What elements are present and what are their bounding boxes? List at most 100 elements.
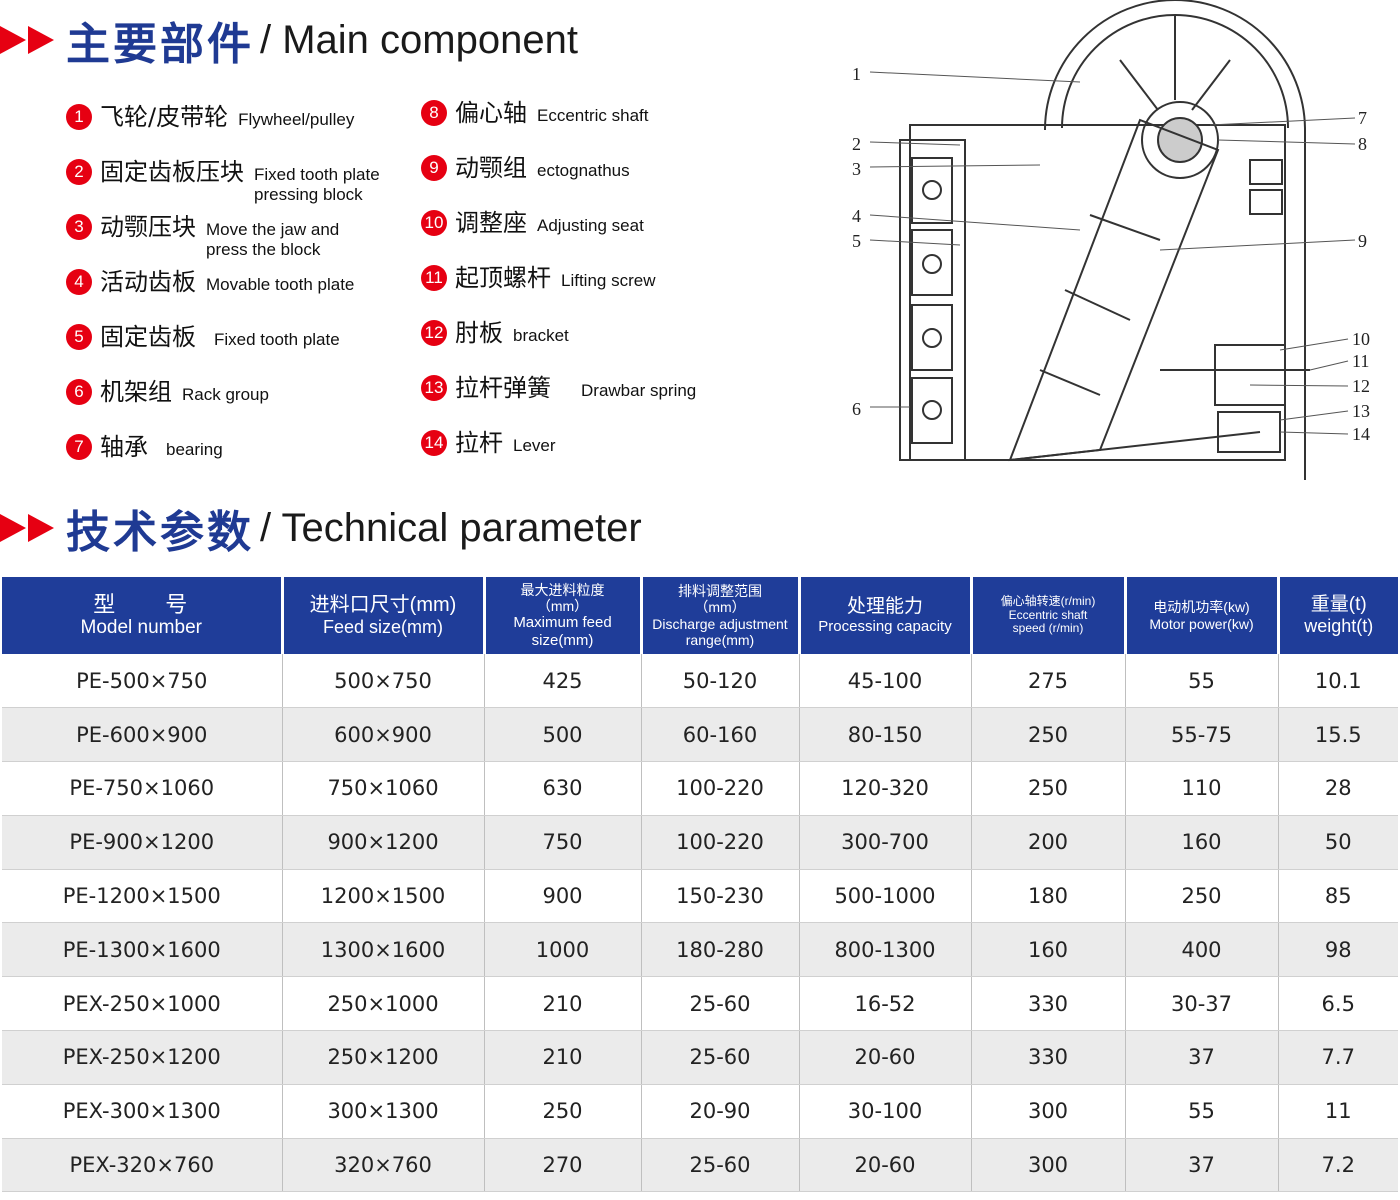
table-cell: 110 <box>1125 761 1279 816</box>
component-name-cn: 偏心轴 <box>455 99 527 127</box>
main-component-title-cn: 主要部件 <box>66 19 254 70</box>
header-model-number: 型 号 Model number <box>2 577 284 654</box>
table-cell: 500×750 <box>282 654 485 709</box>
table-cell: 100-220 <box>641 761 800 816</box>
number-badge: 1 <box>66 104 92 130</box>
table-cell: 30-100 <box>799 1084 972 1139</box>
number-badge: 2 <box>66 159 92 185</box>
component-name-cn: 飞轮/皮带轮 <box>100 103 229 131</box>
number-badge: 14 <box>421 430 447 456</box>
header-discharge: 排料调整范围 （mm） Discharge adjustment range(m… <box>641 577 801 654</box>
diagram-label-5: 5 <box>852 231 861 251</box>
table-cell: 300 <box>971 1084 1126 1139</box>
header-label-cn: 电动机功率(kw) <box>1153 599 1250 616</box>
table-cell: 250×1000 <box>282 976 485 1032</box>
table-cell: 210 <box>484 976 642 1032</box>
table-cell: 80-150 <box>799 707 972 763</box>
table-cell: 1300×1600 <box>282 922 485 978</box>
table-cell: 270 <box>484 1138 642 1193</box>
table-cell: 425 <box>484 654 642 709</box>
component-name-en: Eccentric shaft <box>537 106 649 125</box>
header-max-feed: 最大进料粒度 （mm） Maximum feed size(mm) <box>484 577 643 654</box>
component-name-cn: 起顶螺杆 <box>455 264 551 292</box>
table-cell: 250 <box>971 707 1126 763</box>
component-name-cn: 固定齿板 <box>100 323 196 351</box>
header-label-en: Motor power(kw) <box>1149 615 1254 632</box>
table-cell: 55-75 <box>1125 707 1279 763</box>
table-cell: 750 <box>484 815 642 870</box>
table-cell: 160 <box>1125 815 1279 870</box>
header-label-cn: 型 号 <box>93 591 190 617</box>
header-label-cn: 处理能力 <box>846 595 923 617</box>
diagram-label-14: 14 <box>1352 424 1370 444</box>
component-item: 8 偏心轴 Eccentric shaft <box>421 96 649 130</box>
component-item: 13 拉杆弹簧 Drawbar spring <box>421 371 696 405</box>
component-item: 6 机架组 Rack group <box>66 375 269 409</box>
table-cell: 400 <box>1125 922 1279 978</box>
table-cell: 250 <box>484 1084 642 1139</box>
header-label-en: Processing capacity <box>818 617 952 635</box>
component-name-en: Movable tooth plate <box>206 275 355 294</box>
table-cell: 900×1200 <box>282 815 485 870</box>
table-cell: 6.5 <box>1278 976 1398 1032</box>
header-label-en: Feed size(mm) <box>322 616 443 637</box>
header-motor-power: 电动机功率(kw) Motor power(kw) <box>1125 577 1280 654</box>
table-cell: 900 <box>484 869 642 924</box>
table-cell: 50 <box>1278 815 1398 870</box>
table-cell: 320×760 <box>282 1138 485 1193</box>
table-cell: PE-1300×1600 <box>2 922 283 978</box>
header-feed-size: 进料口尺寸(mm) Feed size(mm) <box>282 577 486 654</box>
diagram-label-3: 3 <box>852 159 861 179</box>
table-cell: 20-60 <box>799 1030 972 1085</box>
table-cell: 20-60 <box>799 1138 972 1193</box>
diagram-label-1: 1 <box>852 64 861 84</box>
table-cell: 1200×1500 <box>282 869 485 924</box>
table-cell: 1000 <box>484 922 642 978</box>
table-cell: 37 <box>1125 1138 1279 1193</box>
header-label-cn: 最大进料粒度 （mm） <box>520 582 605 615</box>
table-cell: 500-1000 <box>799 869 972 924</box>
table-cell: PEX-250×1000 <box>2 976 283 1032</box>
table-cell: PE-600×900 <box>2 707 283 763</box>
component-name-en: ectognathus <box>537 161 630 180</box>
component-name-cn: 固定齿板压块 <box>100 158 244 186</box>
number-badge: 3 <box>66 214 92 240</box>
component-item: 10 调整座 Adjusting seat <box>421 206 644 240</box>
diagram-label-7: 7 <box>1358 108 1367 128</box>
number-badge: 10 <box>421 210 447 236</box>
component-name-en: Fixed tooth plate pressing block <box>254 165 380 204</box>
table-cell: PE-500×750 <box>2 654 283 709</box>
table-cell: PEX-250×1200 <box>2 1030 283 1085</box>
table-cell: 37 <box>1125 1030 1279 1085</box>
component-name-en: Rack group <box>182 385 269 404</box>
component-name-en: Fixed tooth plate <box>214 330 340 349</box>
table-header-row: 型 号 Model number 进料口尺寸(mm) Feed size(mm)… <box>2 577 1398 654</box>
table-cell: 600×900 <box>282 707 485 763</box>
component-name-en: Lever <box>513 436 556 455</box>
component-item: 4 活动齿板 Movable tooth plate <box>66 265 354 299</box>
table-cell: 150-230 <box>641 869 800 924</box>
table-cell: 11 <box>1278 1084 1398 1139</box>
table-cell: 180 <box>971 869 1126 924</box>
main-component-title-en: / Main component <box>260 17 578 62</box>
component-name-en: Flywheel/pulley <box>238 110 355 129</box>
table-cell: 25-60 <box>641 1138 800 1193</box>
table-cell: 500 <box>484 707 642 763</box>
table-cell: 25-60 <box>641 976 800 1032</box>
diagram-label-11: 11 <box>1352 351 1369 371</box>
table-cell: 10.1 <box>1278 654 1398 709</box>
header-label-en: Eccentric shaft speed (r/min) <box>1008 607 1088 636</box>
table-cell: 330 <box>971 1030 1126 1085</box>
table-cell: 55 <box>1125 1084 1279 1139</box>
table-cell: 250 <box>971 761 1126 816</box>
table-cell: 300 <box>971 1138 1126 1193</box>
table-cell: PE-900×1200 <box>2 815 283 870</box>
double-arrow-icon <box>0 26 56 54</box>
component-name-cn: 机架组 <box>100 378 172 406</box>
